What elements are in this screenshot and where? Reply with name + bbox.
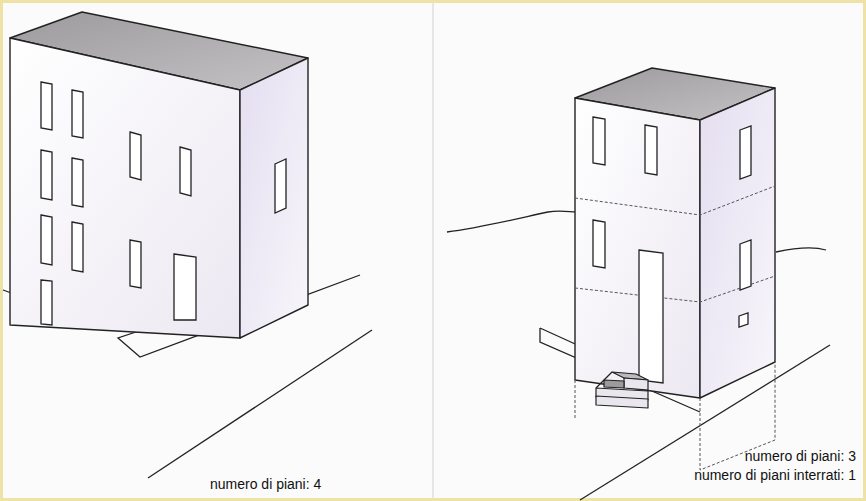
caption-label: numero di piani: 4 — [210, 476, 321, 493]
caption-label: numero di piani: 3 — [745, 448, 856, 465]
caption-label: numero di piani interrati: 1 — [694, 467, 856, 484]
